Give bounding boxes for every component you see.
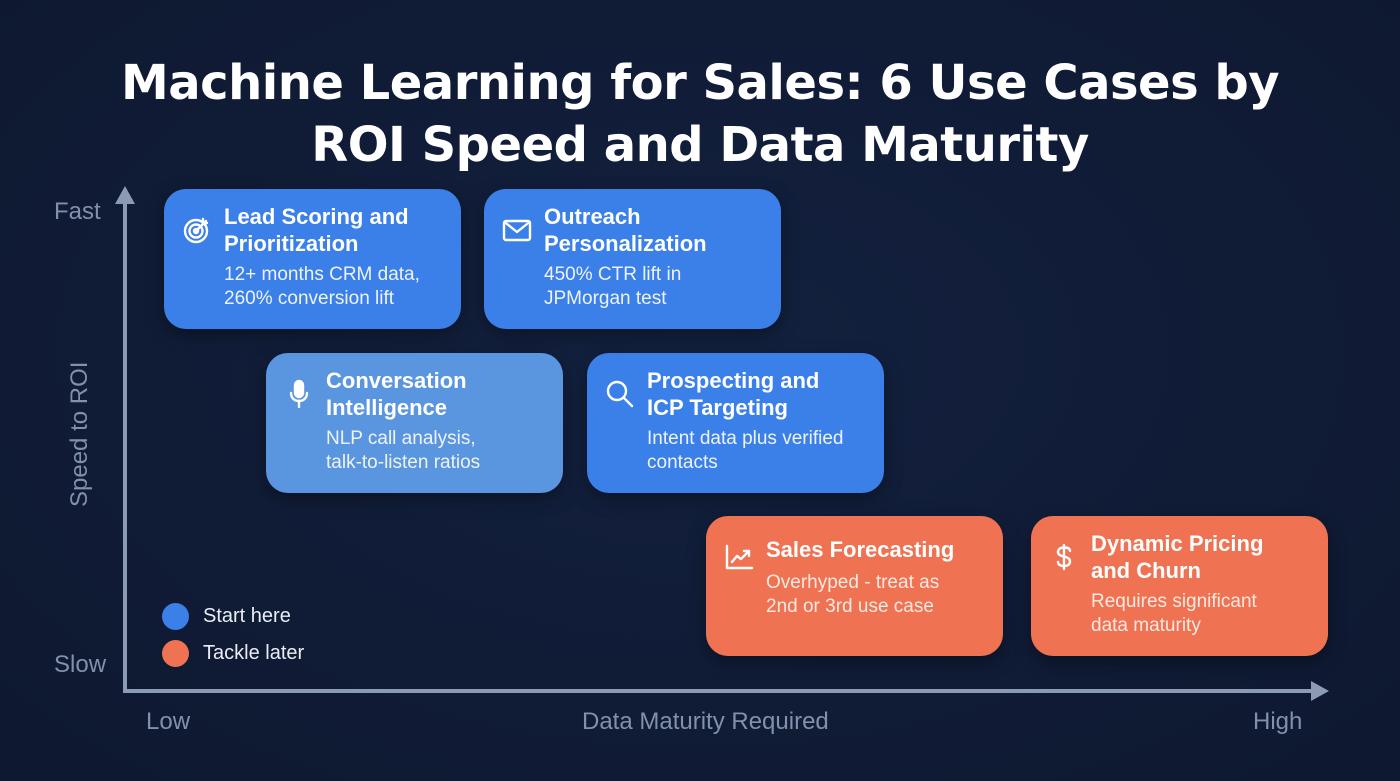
x-axis-title: Data Maturity Required [582, 708, 829, 735]
card-description: 12+ months CRM data,260% conversion lift [224, 264, 420, 309]
x-axis-left-label: Low [146, 708, 191, 735]
microphone-icon [284, 379, 314, 409]
x-axis-arrow-icon [1311, 681, 1329, 701]
y-axis-title: Speed to ROI [66, 361, 93, 507]
target-icon [182, 215, 212, 245]
title-line-1: Machine Learning for Sales: 6 Use Cases … [120, 55, 1280, 111]
y-axis-line [123, 200, 127, 693]
legend-item-tackle-later: Tackle later [162, 635, 304, 672]
mail-icon [502, 215, 532, 245]
trend-chart-icon [724, 542, 754, 572]
card-title: Sales Forecasting [766, 537, 955, 562]
search-icon [605, 379, 635, 409]
y-axis-arrow-icon [115, 186, 135, 204]
orange-dot-icon [162, 640, 189, 667]
y-axis-top-label: Fast [54, 198, 101, 225]
legend-label: Start here [203, 605, 291, 627]
blue-dot-icon [162, 603, 189, 630]
legend-item-start-here: Start here [162, 598, 304, 635]
card-description: NLP call analysis,talk-to-listen ratios [326, 428, 481, 473]
page-title: Machine Learning for Sales: 6 Use Cases … [0, 52, 1400, 176]
x-axis-right-label: High [1253, 708, 1303, 735]
legend-label: Tackle later [203, 642, 305, 664]
dollar-icon [1049, 542, 1079, 572]
title-line-2: ROI Speed and Data Maturity [311, 117, 1089, 173]
legend: Start here Tackle later [162, 598, 304, 672]
x-axis-line [123, 689, 1315, 693]
y-axis-bottom-label: Slow [54, 651, 107, 678]
